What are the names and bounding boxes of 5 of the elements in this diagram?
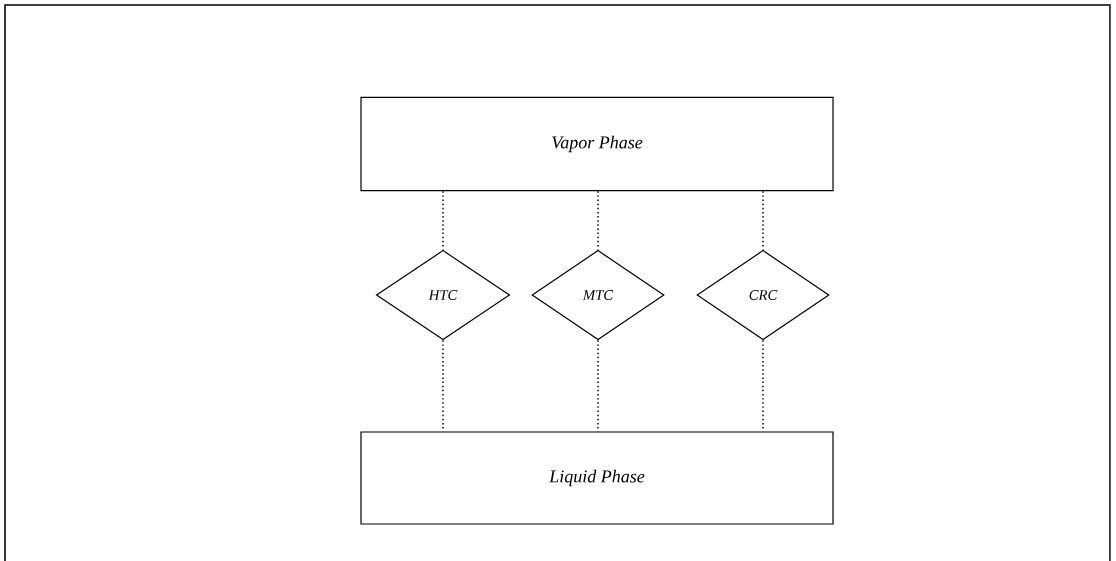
phase-box: Vapor Phase — [360, 96, 834, 192]
dotted-connector — [442, 190, 444, 251]
dotted-connector — [762, 190, 764, 251]
phase-box: Liquid Phase — [360, 431, 834, 525]
dotted-connector — [597, 190, 599, 251]
